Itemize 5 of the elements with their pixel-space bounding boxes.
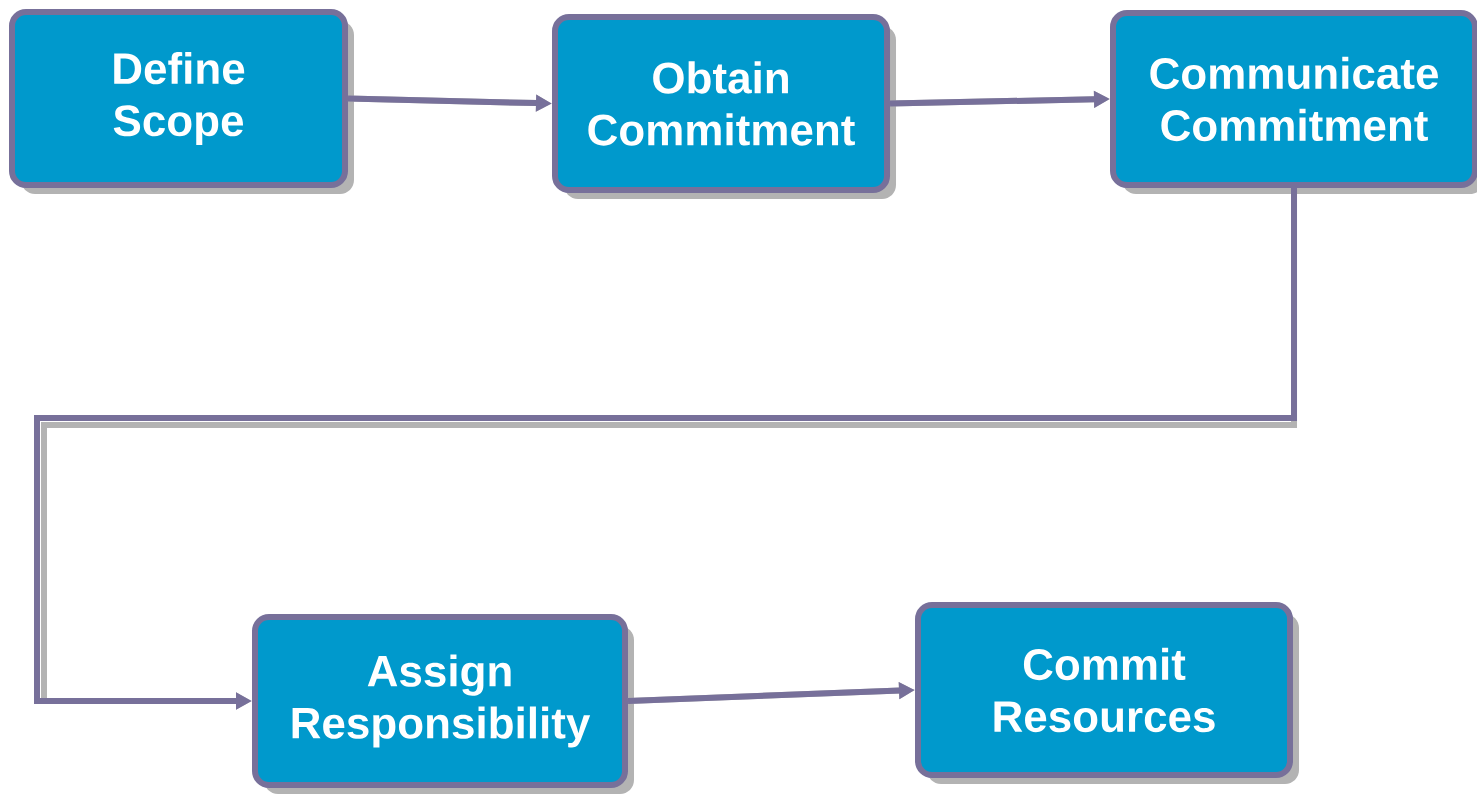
process-box: Commit Resources [915, 602, 1299, 784]
process-box: Define Scope [9, 9, 354, 194]
process-box: Communicate Commitment [1110, 10, 1477, 194]
process-box: Obtain Commitment [552, 14, 896, 199]
process-box: Assign Responsibility [252, 614, 634, 794]
